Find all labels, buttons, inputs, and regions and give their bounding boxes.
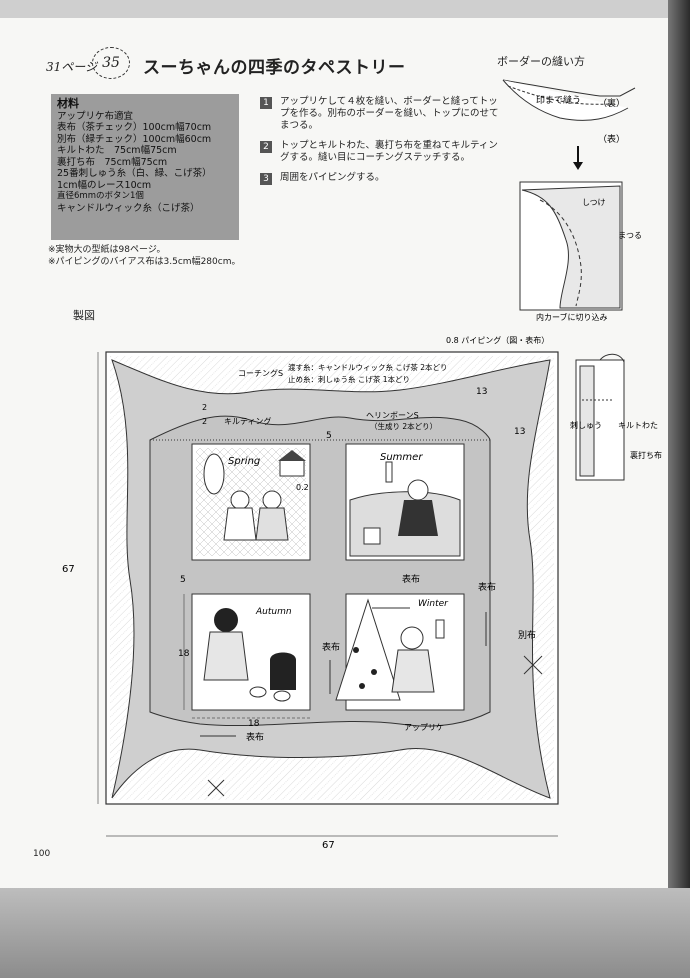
step-text: アップリケして４枚を縫い、ボーダーと縫ってトップを作る。別布のボーダーを縫い、ト… [280,96,499,131]
material-item: 別布（緑チェック）100cm幅60cm [57,133,212,145]
label-sew-to-mark: 印まで縫う [536,94,581,106]
dimension-outline: 0.2 [296,483,309,492]
step-text: 周囲をパイピングする。 [280,172,385,183]
border-method-illustration: 印まで縫う （裏） （表） しつけ まつる 内カーブに切り込み [502,79,642,322]
label-front: （表） [598,133,625,145]
diagram-title: 製図 [73,309,95,322]
notes: ※実物大の型紙は98ページ。 ※パイピングのバイアス布は3.5cm幅280cm。 [48,244,240,268]
label-front-fabric: 表布 [402,573,420,585]
dimension-block-height: 18 [178,649,190,659]
dimension-quilting-gap: 2 [202,417,207,426]
note-line: ※パイピングのバイアス布は3.5cm幅280cm。 [48,257,241,267]
scan-bottom-edge [0,888,690,978]
label-herringbone: ヘリンボーンS [366,411,419,420]
label-backing: 裏打ち布 [630,450,662,460]
material-item: 1cm幅のレース10cm [57,179,152,191]
material-item: キルトわた 75cm幅75cm [57,145,177,156]
label-alt-fabric: 別布 [518,629,536,641]
label-front-fabric: 表布 [246,731,264,743]
step-number: 2 [260,141,272,153]
label-back: （裏） [598,97,625,109]
label-winter: Winter [418,599,449,609]
piping-detail: 刺しゅう キルトわた 裏打ち布 [570,353,662,481]
dimension-width: 67 [322,840,335,851]
materials-heading: 材料 [57,97,79,110]
label-applique: アップリケ [404,723,444,732]
material-item: キャンドルウィック糸（こげ茶） [57,202,200,214]
label-herringbone-thread: （生成り 2本どり） [370,421,437,431]
page-reference: 31ページ [46,60,98,74]
dimension-sash-left: 5 [180,575,186,585]
binding-shadow [668,0,690,978]
instruction-steps: 1 アップリケして４枚を縫い、ボーダーと縫ってトップを作る。別布のボーダーを縫い… [260,96,500,193]
label-quilting: キルティング [224,416,272,426]
step-number: 1 [260,97,272,109]
label-autumn: Autumn [255,607,292,617]
dimension-block-width: 18 [248,719,260,729]
step-2: 2 トップとキルトわた、裏打ち布を重ねてキルティングする。縫い目にコーチングステ… [260,140,500,164]
label-thread-note-1: 渡す糸：キャンドルウィック糸 こげ茶 2本どり [288,362,448,372]
label-slipstitch: まつる [618,231,642,240]
label-front-fabric: 表布 [322,641,340,653]
label-batting: キルトわた [618,421,658,430]
material-item: 表布（茶チェック）100cm幅70cm [57,122,212,133]
step-number: 3 [260,173,272,185]
label-thread-note-2: 止め糸：刺しゅう糸 こげ茶 1本どり [288,374,410,384]
dimension-quilting-gap: 2 [202,403,207,412]
note-line: ※実物大の型紙は98ページ。 [48,245,166,255]
material-item: 直径6mmのボタン1個 [57,191,144,201]
dimension-sash-top: 5 [326,431,332,441]
label-spring: Spring [228,456,260,467]
material-item: 25番刺しゅう糸（白、緑、こげ茶） [57,168,212,179]
step-3: 3 周囲をパイピングする。 [260,172,500,185]
pattern-number-badge: 35 [92,47,130,79]
label-couching: コーチングS [238,368,283,378]
label-embroidery: 刺しゅう [570,421,602,430]
material-item: アップリケ布適宜 [57,110,134,122]
step-text: トップとキルトわた、裏打ち布を重ねてキルティングする。縫い目にコーチングステッチ… [280,140,498,163]
label-basting: しつけ [582,198,606,207]
materials-box: 材料 アップリケ布適宜 表布（茶チェック）100cm幅70cm 別布（緑チェック… [51,94,239,240]
dimension-height: 67 [62,564,75,575]
page-number: 100 [33,849,51,859]
dimension-border-top: 13 [476,387,487,397]
label-piping: 0.8 パイピング（図・表布） [446,335,549,345]
label-summer: Summer [380,452,423,463]
border-method-title: ボーダーの縫い方 [497,55,585,68]
quilt-diagram [97,351,559,837]
page-title: スーちゃんの四季のタペストリー [143,58,406,78]
dimension-border-right: 13 [514,427,525,437]
label-front-fabric: 表布 [478,581,496,593]
material-item: 裏打ち布 75cm幅75cm [57,156,168,168]
label-clip-curve: 内カーブに切り込み [536,312,608,322]
step-1: 1 アップリケして４枚を縫い、ボーダーと縫ってトップを作る。別布のボーダーを縫い… [260,96,500,132]
